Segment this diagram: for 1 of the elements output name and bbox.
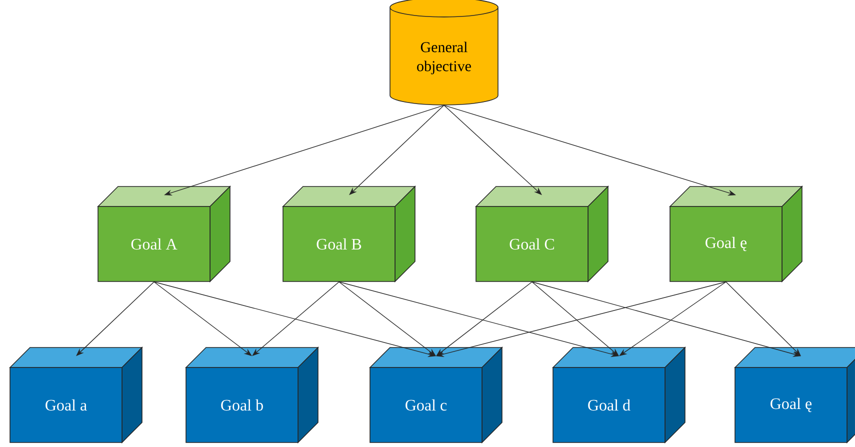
cylinder: General objective (390, 0, 498, 106)
